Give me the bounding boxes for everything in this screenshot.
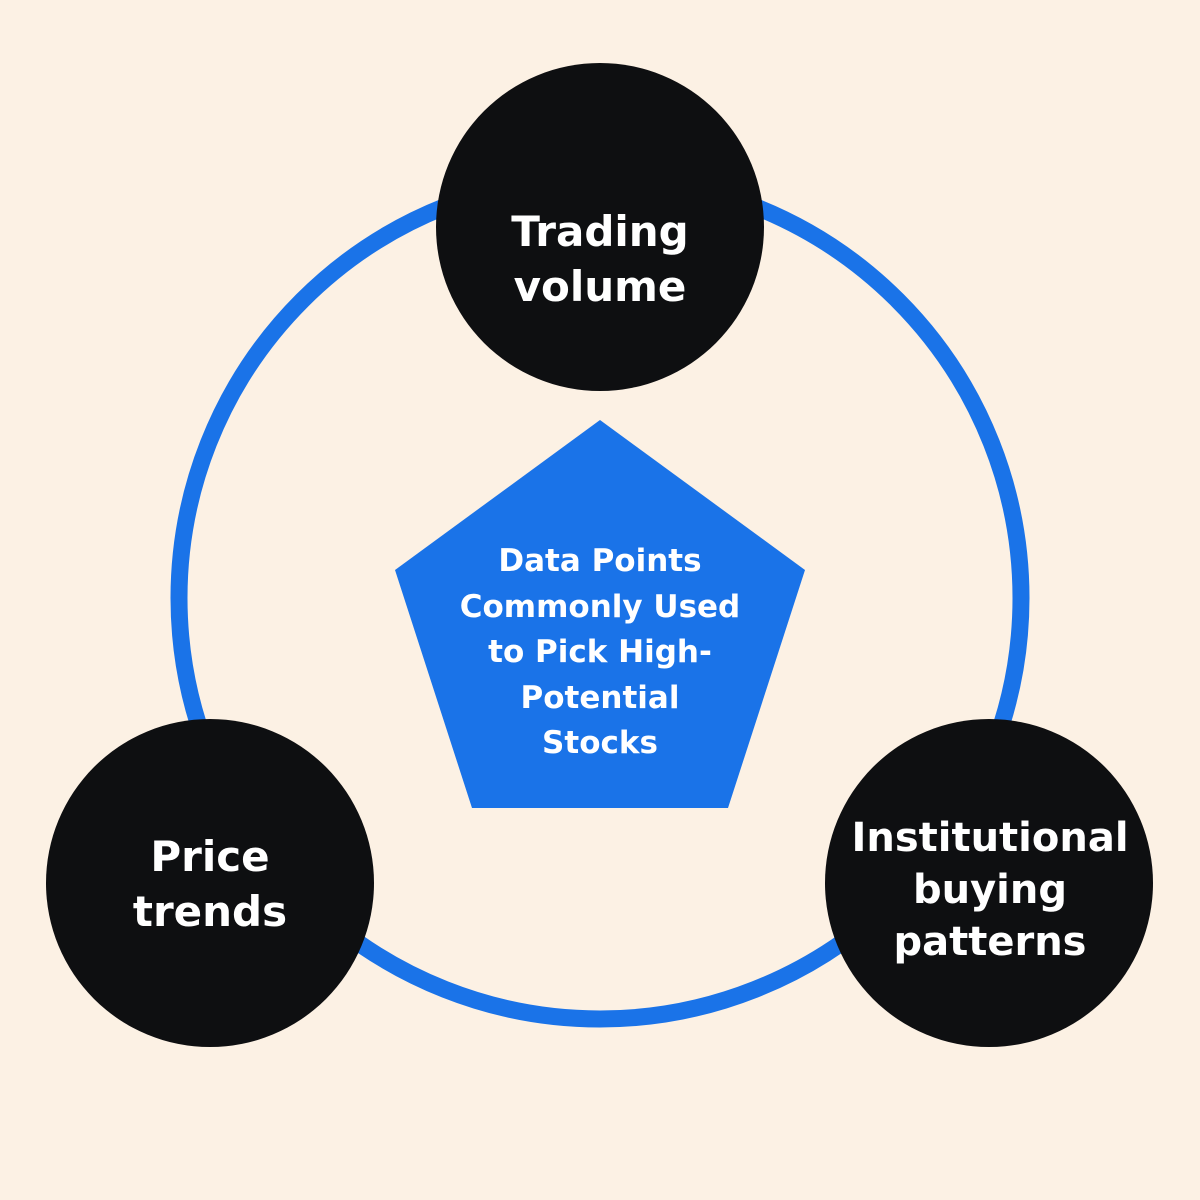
center-title-line: Data Points [498,543,702,580]
node-label-institutional-buying-patterns: Institutional buying patterns [830,755,1150,1025]
node-label-price-trends: Price trends [50,760,370,1010]
center-title-line: Potential [520,679,680,716]
center-title: Data Points Commonly Used to Pick High- … [420,528,780,778]
node-label-line: patterns [893,919,1087,965]
node-label-line: trends [132,887,288,936]
node-label-line: Trading [511,207,689,257]
node-circle-left [46,719,374,1047]
node-label-trading-volume: Trading volume [440,135,760,385]
node-label-line: Price [150,832,270,882]
center-title-line: Stocks [542,725,658,762]
node-label-line: volume [513,262,687,311]
node-label-line: Institutional [851,815,1129,861]
center-title-line: Commonly Used [459,588,741,625]
node-circle-right [825,719,1153,1047]
center-title-line: to Pick High- [488,634,712,671]
node-label-line: buying [912,867,1067,913]
node-circle-top [436,63,764,391]
center-pentagon [395,420,805,808]
